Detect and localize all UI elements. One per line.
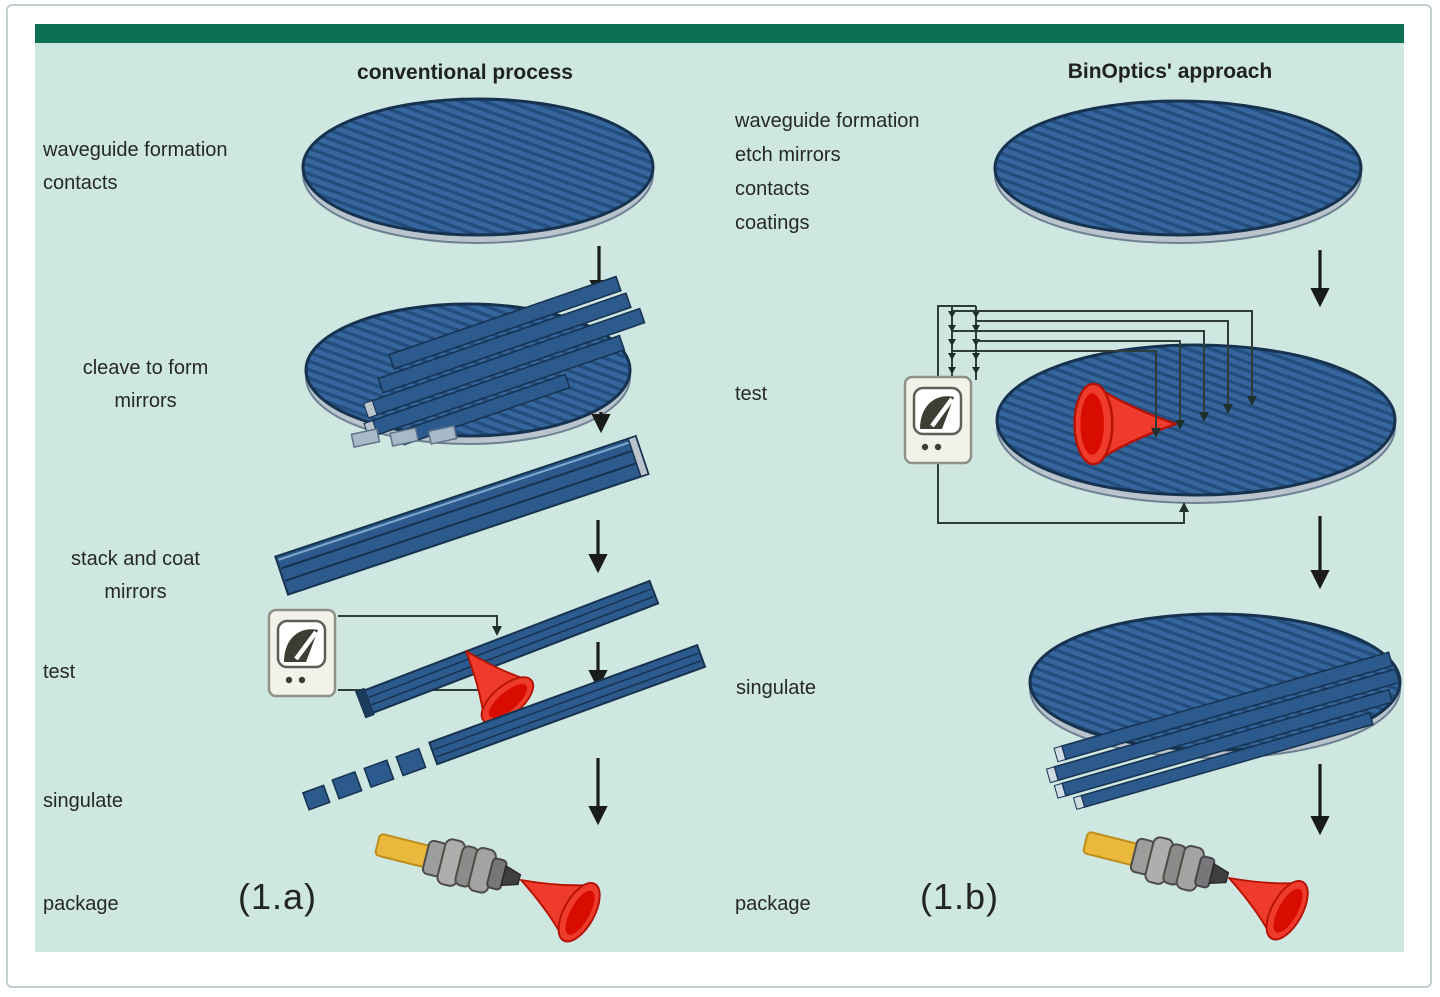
- diagram-background: [35, 43, 1404, 952]
- label-line: waveguide formation: [735, 110, 920, 132]
- caption-1a: (1.a): [238, 876, 318, 917]
- column-title-binoptics: BinOptics' approach: [1067, 60, 1273, 83]
- label-line: contacts: [43, 172, 118, 194]
- label-line: stack and coat: [71, 548, 200, 570]
- label-line: contacts: [735, 178, 810, 200]
- label-line: mirrors: [114, 390, 177, 412]
- label-left-step2: cleave to form mirrors: [48, 352, 243, 418]
- label-left-test: test: [43, 661, 76, 683]
- label-line: etch mirrors: [735, 144, 841, 166]
- label-line: cleave to form: [82, 357, 209, 379]
- label-right-test: test: [735, 383, 768, 405]
- label-right-singulate: singulate: [736, 677, 817, 699]
- label-line: coatings: [735, 212, 810, 234]
- label-left-singulate: singulate: [43, 790, 124, 812]
- caption-1b: (1.b): [920, 876, 1000, 917]
- label-line: mirrors: [104, 581, 167, 603]
- label-line: waveguide formation: [43, 139, 228, 161]
- label-left-package: package: [43, 893, 119, 915]
- label-right-step1: waveguide formation etch mirrors contact…: [735, 104, 920, 240]
- header-bar: [35, 24, 1404, 43]
- label-left-step1: waveguide formation contacts: [43, 134, 228, 200]
- column-title-conventional: conventional process: [357, 61, 573, 84]
- label-right-package: package: [735, 893, 811, 915]
- label-left-step3: stack and coat mirrors: [38, 543, 233, 609]
